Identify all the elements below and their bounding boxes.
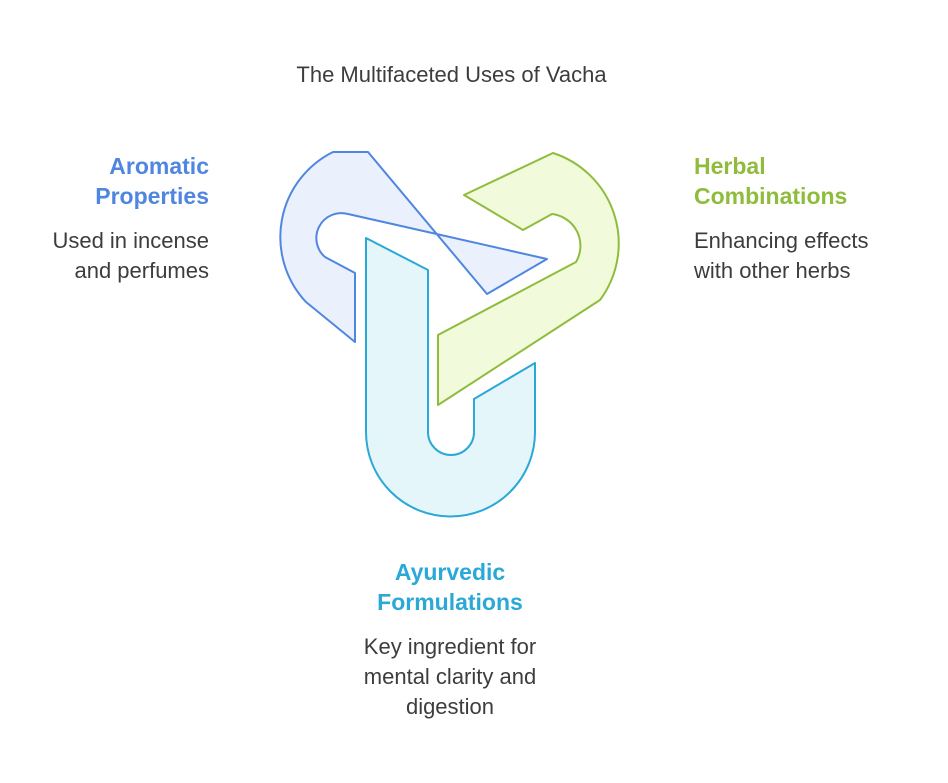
- herbal-combinations-block: Herbal Combinations Enhancing effects wi…: [694, 151, 869, 286]
- herbal-combinations-heading: Herbal Combinations: [694, 151, 869, 211]
- heading-line: Ayurvedic: [394, 559, 506, 585]
- ayurvedic-formulations-description: Key ingredient for mental clarity and di…: [364, 632, 536, 722]
- description-line: digestion: [405, 694, 495, 719]
- heading-line: Aromatic: [109, 153, 209, 179]
- heading-line: Combinations: [694, 183, 848, 209]
- herbal-combinations-description: Enhancing effects with other herbs: [694, 226, 869, 286]
- description-line: mental clarity and: [363, 664, 537, 689]
- ayurvedic-link-shape: [365, 237, 536, 518]
- aromatic-properties-heading: Aromatic Properties: [52, 151, 209, 211]
- description-line: Enhancing effects: [694, 228, 869, 253]
- description-line: Used in incense: [52, 228, 209, 253]
- heading-line: Herbal: [694, 153, 766, 179]
- description-line: with other herbs: [694, 258, 851, 283]
- ayurvedic-formulations-heading: Ayurvedic Formulations: [364, 557, 536, 617]
- aromatic-properties-block: Aromatic Properties Used in incense and …: [52, 151, 209, 286]
- herbal-link-shape: [437, 152, 620, 406]
- aromatic-link-shape: [279, 151, 548, 343]
- heading-line: Properties: [95, 183, 209, 209]
- diagram-title: The Multifaceted Uses of Vacha: [296, 62, 607, 87]
- heading-line: Formulations: [377, 589, 523, 615]
- description-line: Key ingredient for: [363, 634, 537, 659]
- aromatic-properties-description: Used in incense and perfumes: [52, 226, 209, 286]
- description-line: and perfumes: [74, 258, 209, 283]
- ayurvedic-formulations-block: Ayurvedic Formulations Key ingredient fo…: [364, 557, 536, 722]
